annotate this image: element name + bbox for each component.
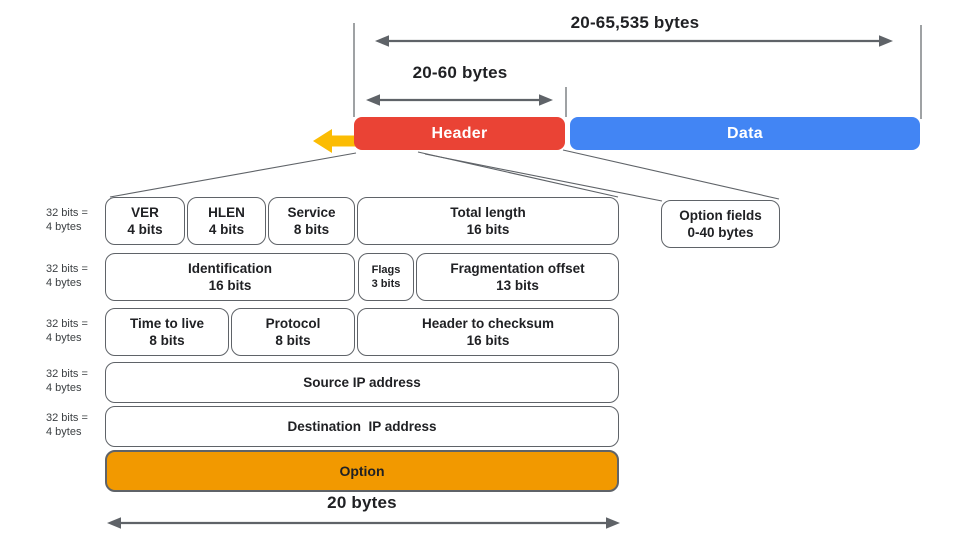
row-width-line2: 4 bytes (46, 381, 82, 394)
field-source-ip-title: Source IP address (303, 375, 421, 390)
row3-width-label: 32 bits = 4 bytes (46, 318, 106, 345)
header-total-label: 20 bytes (327, 493, 397, 512)
fan-line-to-option-fields-left (424, 153, 663, 202)
field-identification-box: Identification 16 bits (105, 253, 355, 301)
field-destination-ip-title: Destination IP address (287, 419, 437, 434)
option-fields-title: Option fields (679, 208, 762, 223)
field-ttl-sub: 8 bits (149, 333, 185, 348)
row5-width-label: 32 bits = 4 bytes (46, 412, 106, 439)
row1-width-label: 32 bits = 4 bytes (46, 207, 106, 234)
field-header-checksum-box: Header to checksum 16 bits (357, 308, 619, 356)
field-protocol-title: Protocol (265, 316, 321, 331)
field-flags-sub: 3 bits (371, 278, 401, 290)
data-segment: Data (570, 117, 920, 150)
row-width-line1: 32 bits = (46, 368, 88, 380)
option-fields-sub: 0-40 bytes (687, 225, 754, 240)
left-accent-arrow-icon (313, 129, 359, 153)
header-range-label: 20-60 bytes (412, 63, 508, 82)
field-hlen-sub: 4 bits (208, 222, 245, 237)
field-ttl-title: Time to live (129, 316, 205, 331)
field-protocol-sub: 8 bits (275, 333, 311, 348)
field-destination-ip-box: Destination IP address (105, 406, 619, 447)
field-identification-sub: 16 bits (208, 278, 252, 293)
row-width-line2: 4 bytes (46, 220, 82, 233)
field-total-length-sub: 16 bits (466, 222, 510, 237)
field-fragmentation-offset-title: Fragmentation offset (450, 261, 585, 276)
data-segment-label: Data (727, 124, 763, 142)
field-ttl-box: Time to live 8 bits (105, 308, 229, 356)
packet-range-arrowhead-left (375, 35, 389, 47)
row-width-line1: 32 bits = (46, 207, 88, 219)
field-header-checksum-title: Header to checksum (421, 316, 555, 331)
field-header-checksum-sub: 16 bits (466, 333, 510, 348)
header-segment: Header (354, 117, 565, 150)
field-total-length-box: Total length 16 bits (357, 197, 619, 245)
row-width-line1: 32 bits = (46, 318, 88, 330)
field-option-title: Option (339, 462, 385, 479)
row-width-line2: 4 bytes (46, 331, 82, 344)
packet-range-label: 20-65,535 bytes (570, 13, 700, 32)
field-service-title: Service (287, 205, 336, 220)
option-fields-box: Option fields 0-40 bytes (661, 200, 780, 248)
row-width-line1: 32 bits = (46, 263, 88, 275)
fan-line-to-row1-left (109, 152, 357, 198)
field-option-box: Option (105, 450, 619, 492)
field-service-box: Service 8 bits (268, 197, 355, 245)
row-width-line1: 32 bits = (46, 412, 88, 424)
field-hlen-title: HLEN (208, 205, 245, 220)
field-fragmentation-offset-sub: 13 bits (496, 278, 539, 293)
header-total-arrowhead-right (606, 517, 620, 529)
fan-line-to-option-fields-right (562, 149, 780, 200)
row-width-line2: 4 bytes (46, 276, 82, 289)
field-source-ip-box: Source IP address (105, 362, 619, 403)
header-range-arrowhead-left (366, 94, 380, 106)
header-total-arrowhead-left (107, 517, 121, 529)
field-protocol-box: Protocol 8 bits (231, 308, 355, 356)
field-ver-sub: 4 bits (127, 222, 163, 237)
field-ver-title: VER (131, 205, 159, 220)
row2-width-label: 32 bits = 4 bytes (46, 263, 106, 290)
field-identification-title: Identification (188, 261, 272, 276)
field-ver-box: VER 4 bits (105, 197, 185, 245)
field-hlen-box: HLEN 4 bits (187, 197, 266, 245)
header-segment-label: Header (431, 124, 488, 142)
row-width-line2: 4 bytes (46, 425, 82, 438)
row4-width-label: 32 bits = 4 bytes (46, 368, 106, 395)
field-flags-title: Flags (371, 264, 401, 276)
field-flags-box: Flags 3 bits (358, 253, 414, 301)
header-range-arrowhead-right (539, 94, 553, 106)
field-total-length-title: Total length (450, 205, 526, 220)
field-service-sub: 8 bits (293, 222, 330, 237)
field-fragmentation-offset-box: Fragmentation offset 13 bits (416, 253, 619, 301)
packet-range-arrowhead-right (879, 35, 893, 47)
